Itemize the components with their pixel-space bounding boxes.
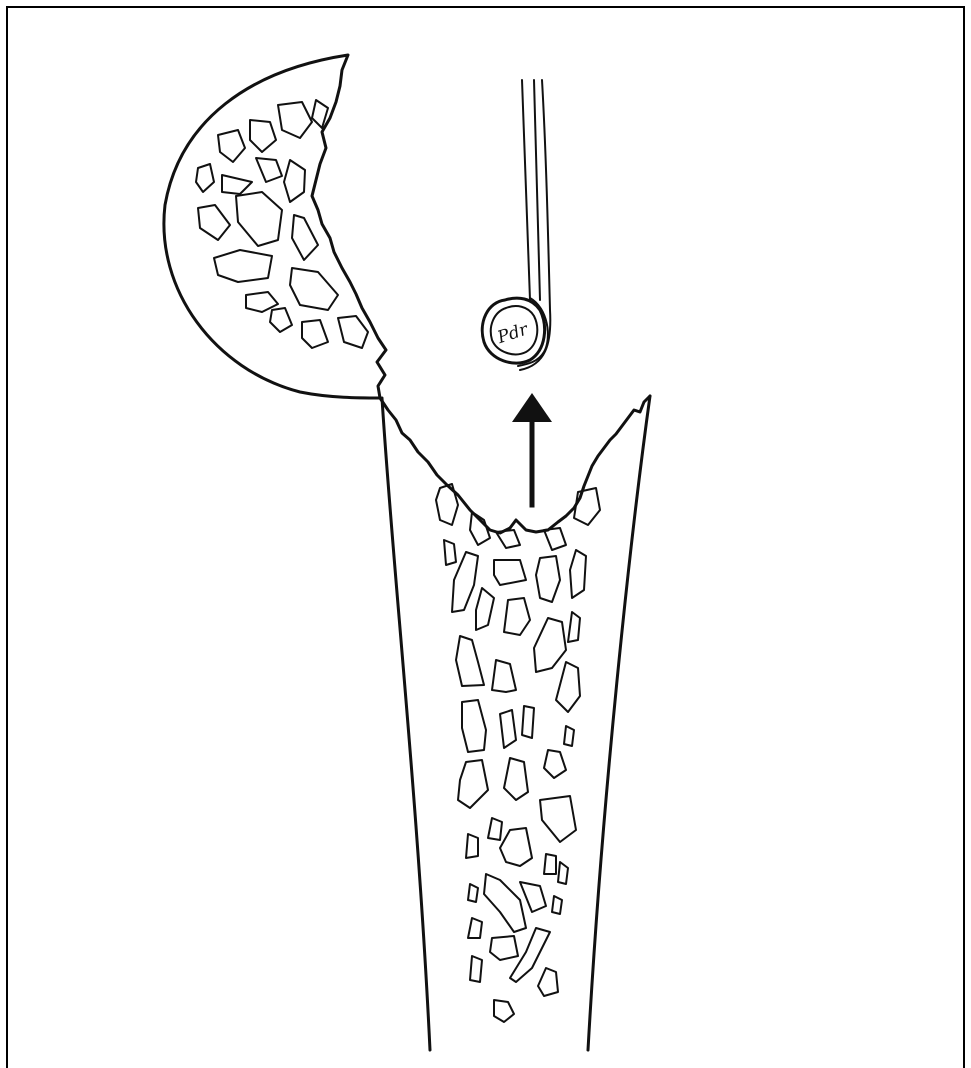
removal-arrow (512, 393, 552, 505)
instrument-stem-inner (534, 80, 540, 300)
extraction-instrument: Pdr (482, 80, 550, 370)
head-trabecular-pores (196, 100, 368, 348)
femoral-shaft (382, 396, 650, 1050)
shaft-trabecular-pores (436, 484, 600, 1022)
femoral-head-fragment (164, 55, 510, 533)
shaft-left-cortex (382, 398, 430, 1050)
instrument-stem-outer-left (522, 80, 530, 300)
arrow-head (512, 393, 552, 422)
implant-marking-text: Pdr (494, 319, 531, 348)
